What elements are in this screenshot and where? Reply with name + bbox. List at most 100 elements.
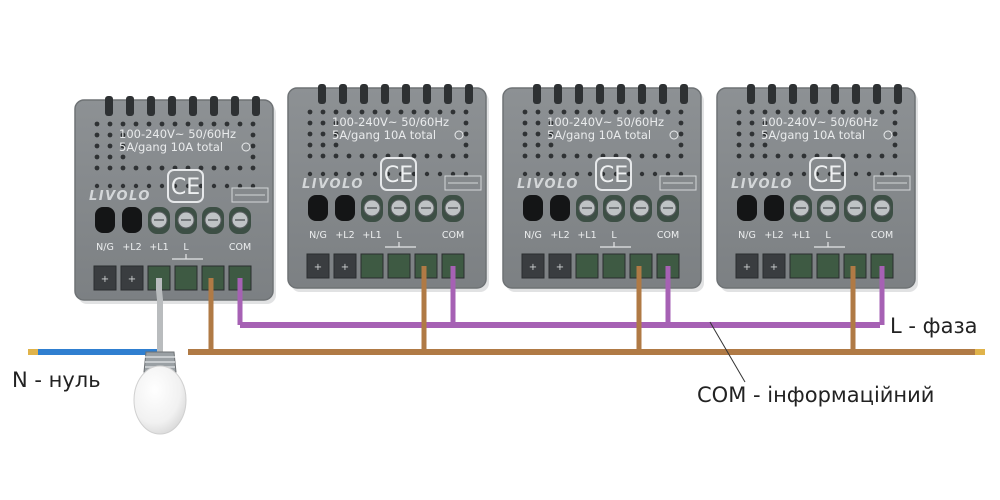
vent-hole [463,109,469,115]
lamp-wire [156,278,163,352]
vent-hole [678,131,684,137]
terminal-label: COM [229,242,251,253]
ce-box [809,157,846,191]
vent-hole [853,109,859,115]
vent-slot [252,96,260,116]
vent-hole [678,171,684,177]
vent-hole [359,171,365,177]
vent-hole [613,171,619,177]
vent-hole [535,131,541,137]
vent-hole [107,154,113,160]
vent-hole [600,109,606,115]
vent-hole [372,109,378,115]
vent-hole [736,142,742,148]
vent-hole [762,109,768,115]
vent-hole [548,120,554,126]
terminal-label: +L1 [362,230,381,241]
vent-slot [575,84,583,104]
vent-hole [372,171,378,177]
vent-hole [211,165,217,171]
terminal-label: L [611,230,617,241]
vent-hole [437,109,443,115]
vent-hole [237,165,243,171]
com-label: COM - інформаційний [697,383,935,407]
terminal-empty [122,207,142,233]
phase-label: L - фаза [890,314,978,338]
vent-hole [346,153,352,159]
vent-hole [522,142,528,148]
vent-hole [250,165,256,171]
strip-gauge [231,187,269,203]
spec-line-2: 5A/gang 10A total [547,128,651,142]
vent-hole [333,153,339,159]
vent-hole [107,165,113,171]
neutral-label: N - нуль [12,368,101,392]
vent-hole [762,171,768,177]
vent-hole [307,153,313,159]
vent-hole [548,171,554,177]
vent-hole [840,109,846,115]
terminal-empty [95,207,115,233]
brand-label: LIVOLO [731,177,793,192]
vent-hole [211,121,217,127]
brand-label: LIVOLO [89,189,151,204]
vent-hole [788,171,794,177]
vent-slot [638,84,646,104]
vent-hole [250,183,256,189]
vent-hole [333,109,339,115]
vent-hole [814,171,820,177]
vent-hole [320,153,326,159]
vent-hole [133,183,139,189]
vent-hole [678,120,684,126]
connector-block [333,253,357,279]
ce-mark: CE [384,163,413,188]
vent-hole [522,109,528,115]
vent-hole [522,120,528,126]
plus-mark: + [101,274,109,285]
vent-slot [894,84,902,104]
vent-hole [762,120,768,126]
plus-mark: + [743,262,751,273]
connector-block [521,253,545,279]
lamp [133,351,187,435]
plus-mark: + [529,262,537,273]
connector-block [387,253,411,279]
vent-hole [463,142,469,148]
vent-hole [359,153,365,159]
vent-slot [168,96,176,116]
vent-hole [801,153,807,159]
terminal-label: +L1 [791,230,810,241]
vent-hole [665,109,671,115]
vent-hole [333,142,339,148]
vent-hole [574,109,580,115]
vent-hole [159,183,165,189]
vent-hole [762,153,768,159]
spec-line-1: 100-240V~ 50/60Hz [547,115,664,129]
vent-hole [133,165,139,171]
vent-hole [639,171,645,177]
vent-hole [94,154,100,160]
terminal-label: N/G [738,230,756,241]
vent-hole [749,120,755,126]
ce-box [167,169,204,203]
vent-slot [768,84,776,104]
vent-hole [107,183,113,189]
connector-block [735,253,759,279]
terminal-empty [737,195,757,221]
vent-hole [613,109,619,115]
plus-mark: + [128,274,136,285]
vent-hole [250,132,256,138]
vent-slot [465,84,473,104]
vent-hole [814,109,820,115]
vent-hole [385,171,391,177]
vent-hole [600,171,606,177]
lamp-bulb [133,365,187,435]
terminal-empty [550,195,570,221]
vent-hole [626,109,632,115]
vent-hole [307,131,313,137]
vent-hole [120,165,126,171]
vent-hole [224,183,230,189]
vent-hole [159,165,165,171]
vent-slot [381,84,389,104]
